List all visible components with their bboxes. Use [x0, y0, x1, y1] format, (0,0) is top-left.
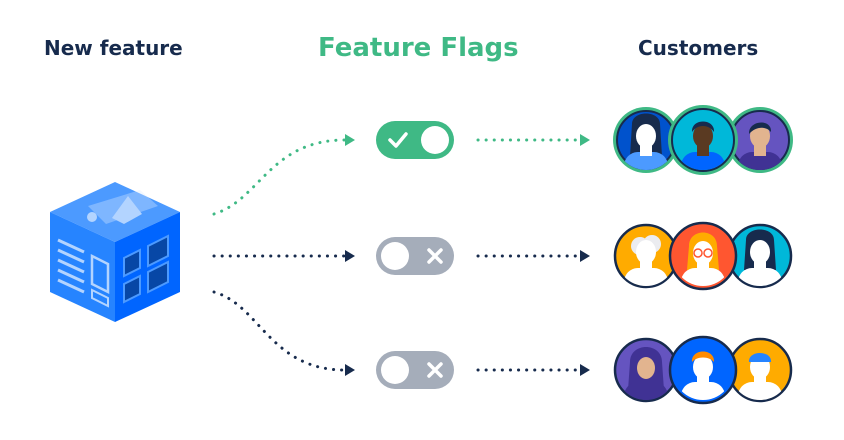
feature-cube-icon	[50, 182, 180, 322]
check-icon	[388, 132, 408, 148]
avatar	[613, 223, 679, 289]
customers-heading: Customers	[638, 36, 759, 60]
avatar	[668, 105, 738, 175]
customer-group-enabled	[613, 105, 793, 175]
arrowhead-icon	[345, 250, 355, 262]
avatar	[668, 335, 738, 405]
x-icon	[427, 362, 443, 378]
connector-curve-bottom	[212, 290, 347, 372]
avatar	[613, 107, 679, 173]
arrowhead-icon	[580, 364, 590, 376]
arrowhead-icon	[580, 250, 590, 262]
connector-curve-top	[212, 138, 347, 216]
new-feature-heading: New feature	[44, 36, 183, 60]
arrowhead-icon	[345, 364, 355, 376]
customer-group	[613, 335, 793, 405]
x-icon	[427, 248, 443, 264]
avatar	[668, 221, 738, 291]
feature-flags-heading: Feature Flags	[318, 33, 519, 63]
avatar	[613, 337, 679, 403]
avatar	[727, 337, 793, 403]
toggle-flag-on[interactable]	[376, 121, 454, 159]
avatar	[727, 107, 793, 173]
arrowhead-icon	[345, 134, 355, 146]
arrowhead-icon	[580, 134, 590, 146]
customer-group	[613, 221, 793, 291]
toggle-flag-off[interactable]	[376, 351, 454, 389]
avatar	[727, 223, 793, 289]
toggle-flag-off[interactable]	[376, 237, 454, 275]
